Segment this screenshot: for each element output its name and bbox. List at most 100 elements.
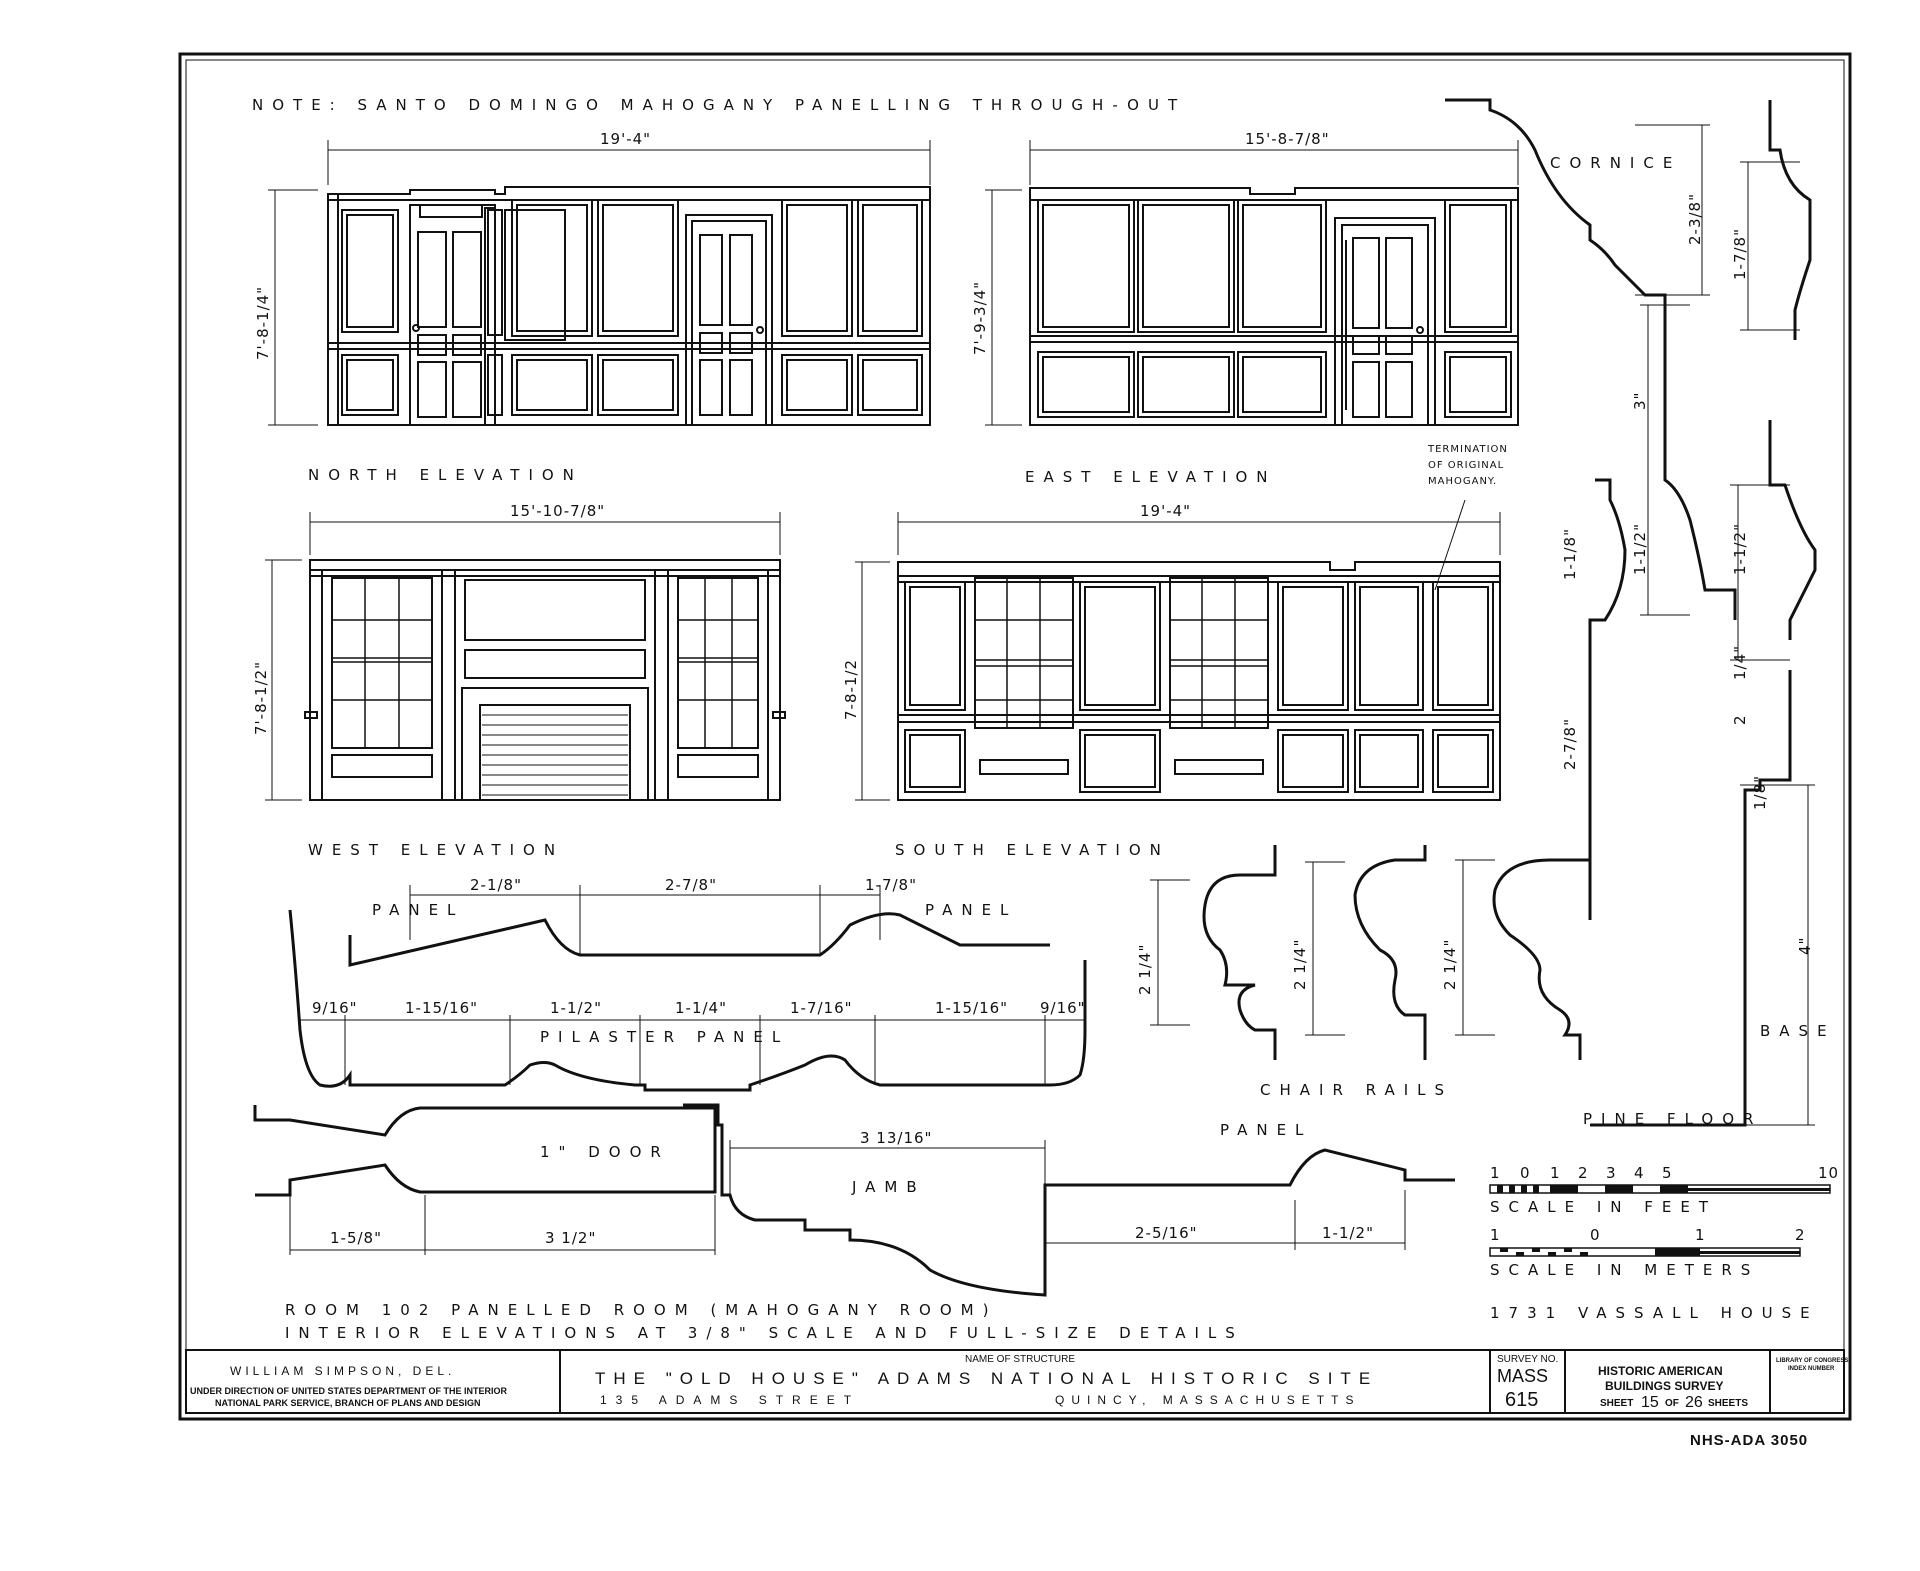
pilaster-panel-label: PILASTER PANEL (540, 1028, 789, 1046)
door-section (253, 1105, 717, 1197)
jamb-dim-1: 3 13/16" (860, 1129, 932, 1147)
survey-no-label: SURVEY NO. (1497, 1354, 1558, 1365)
chair-rail-3 (1492, 858, 1590, 1060)
house-name: 1731 VASSALL HOUSE (1490, 1304, 1819, 1322)
north-width-dim: 19'-4" (600, 130, 651, 148)
panel-dim-lines (298, 885, 1085, 1085)
cornice-dim-9: 2 (1731, 714, 1749, 725)
cornice-profile-2 (1588, 420, 1817, 920)
north-elevation-drawing (327, 186, 931, 426)
scale-meters-tick-2: 1 (1695, 1226, 1706, 1244)
jamb-panel-label: PANEL (1220, 1121, 1312, 1139)
loc-line-2: INDEX NUMBER (1788, 1366, 1835, 1372)
cornice-dim-6: 1-1/8" (1561, 528, 1579, 580)
cornice-dim-5: 1-1/2" (1731, 523, 1749, 575)
scale-meters-tick-0: 1 (1490, 1226, 1501, 1244)
drawing-number: NHS-ADA 3050 (1690, 1432, 1808, 1449)
south-dimension-lines (855, 512, 1501, 801)
north-height-dim: 7'-8-1/4" (254, 286, 272, 360)
panel-top-dim-3: 1-7/8" (865, 876, 917, 894)
base-dim-1: 1/8" (1751, 775, 1769, 810)
panel-left-label: PANEL (372, 901, 464, 919)
scale-meters-tick-3: 2 (1795, 1226, 1806, 1244)
cornice-dim-8: 2-7/8" (1561, 718, 1579, 770)
panel-top-dim-2: 2-7/8" (665, 876, 717, 894)
chair-rail-dim-1: 2 1/4" (1136, 944, 1154, 995)
delineator: WILLIAM SIMPSON, DEL. (230, 1364, 455, 1378)
survey-state: MASS (1497, 1366, 1548, 1386)
sheet-word: SHEET (1600, 1398, 1633, 1409)
west-width-dim: 15'-10-7/8" (510, 502, 605, 520)
habs-line-2: BUILDINGS SURVEY (1605, 1379, 1723, 1393)
jamb-dim-2: 2-5/16" (1135, 1224, 1198, 1242)
base-profile (1590, 670, 1792, 1127)
pilaster-dim-1: 9/16" (312, 999, 358, 1017)
door-dim-lines (289, 1195, 716, 1255)
chair-rail-2 (1353, 845, 1427, 1060)
panel-section (288, 909, 1087, 1092)
base-label: BASE (1760, 1022, 1836, 1040)
chair-rail-dim-2: 2 1/4" (1291, 939, 1309, 990)
base-dim-lines (1740, 784, 1815, 1126)
east-dimension-lines (985, 140, 1519, 426)
cornice-dim-7: 1/4" (1731, 645, 1749, 680)
panel-right-label: PANEL (925, 901, 1017, 919)
caption-line-2: INTERIOR ELEVATIONS AT 3/8" SCALE AND FU… (285, 1324, 1244, 1342)
scale-feet-tick-4: 3 (1606, 1164, 1617, 1182)
termination-note-line-2: OF ORIGINAL (1428, 460, 1504, 471)
pilaster-dim-3: 1-1/2" (550, 999, 602, 1017)
termination-note-line-3: MAHOGANY. (1428, 476, 1497, 487)
south-width-dim: 19'-4" (1140, 502, 1191, 520)
west-dimension-lines (265, 512, 781, 801)
scale-feet-tick-7: 10 (1818, 1164, 1839, 1182)
title-block (185, 1349, 1845, 1414)
scale-feet-tick-5: 4 (1634, 1164, 1645, 1182)
scale-bar-fills (1497, 1185, 1830, 1256)
address-city: QUINCY, MASSACHUSETTS (1055, 1393, 1360, 1407)
pilaster-dim-2: 1-15/16" (405, 999, 478, 1017)
termination-note-line-1: TERMINATION (1427, 444, 1508, 455)
scale-feet-label: SCALE IN FEET (1490, 1198, 1717, 1216)
jamb-section (683, 1103, 1455, 1297)
east-elevation-label: EAST ELEVATION (1025, 468, 1277, 486)
cornice-dim-4: 1-1/2" (1631, 523, 1649, 575)
west-elevation-label: WEST ELEVATION (308, 841, 564, 859)
jamb-dim-3: 1-1/2" (1322, 1224, 1374, 1242)
scale-feet-tick-2: 1 (1550, 1164, 1561, 1182)
chair-rail-dim-3: 2 1/4" (1441, 939, 1459, 990)
sheet-border (178, 52, 1852, 1421)
cornice-dim-1: 2-3/8" (1686, 193, 1704, 245)
cornice-dim-2: 1-7/8" (1731, 228, 1749, 280)
pilaster-dim-5: 1-7/16" (790, 999, 853, 1017)
pine-floor-label: PINE FLOOR (1583, 1110, 1762, 1128)
structure-header: NAME OF STRUCTURE (965, 1354, 1075, 1365)
sheet-number: 15 (1641, 1394, 1659, 1411)
jamb-dim-lines (729, 1140, 1406, 1250)
base-dim-2: 4" (1796, 937, 1814, 955)
scale-feet-tick-3: 2 (1578, 1164, 1589, 1182)
door-label: 1" DOOR (540, 1143, 670, 1161)
north-dimension-lines (268, 140, 931, 426)
survey-number: 615 (1505, 1389, 1538, 1411)
chair-rail-dim-lines (1150, 859, 1495, 1036)
south-elevation-drawing (897, 499, 1501, 801)
panel-top-dim-1: 2-1/8" (470, 876, 522, 894)
direction-line-1: UNDER DIRECTION OF UNITED STATES DEPARTM… (190, 1386, 508, 1396)
address-street: 135 ADAMS STREET (600, 1393, 860, 1407)
cornice-profile (1445, 98, 1812, 620)
scale-feet-tick-1: 0 (1520, 1164, 1531, 1182)
jamb-label: JAMB (851, 1178, 926, 1196)
south-height-dim: 7-8-1/2 (842, 659, 860, 720)
sheet-total: 26 (1685, 1394, 1703, 1411)
of-word: OF (1665, 1398, 1679, 1409)
direction-line-2: NATIONAL PARK SERVICE, BRANCH OF PLANS A… (215, 1398, 481, 1408)
scale-meters-label: SCALE IN METERS (1490, 1261, 1759, 1279)
cornice-dim-3: 3" (1631, 392, 1649, 410)
loc-line-1: LIBRARY OF CONGRESS (1776, 1358, 1848, 1364)
pilaster-dim-4: 1-1/4" (675, 999, 727, 1017)
cornice-dim-lines-2 (1730, 484, 1790, 661)
cornice-dim-lines (1635, 124, 1800, 616)
scale-feet-tick-6: 5 (1662, 1164, 1673, 1182)
west-elevation-drawing (304, 559, 786, 801)
